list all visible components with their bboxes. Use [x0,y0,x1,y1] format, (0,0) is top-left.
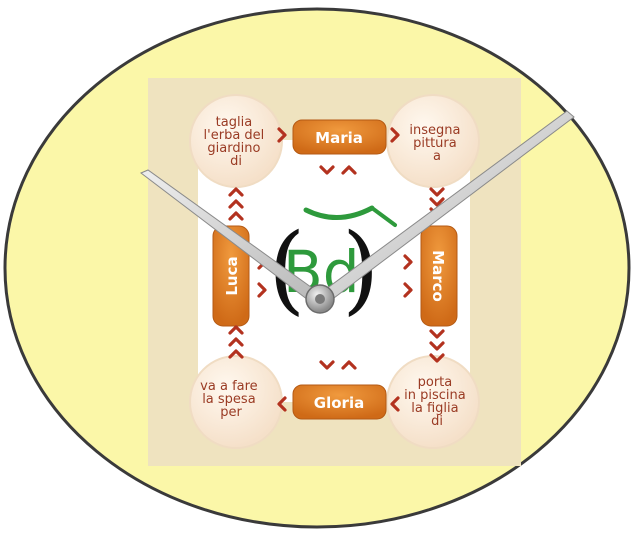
clock-hands [140,110,575,314]
role-name-top: Maria [315,129,363,147]
svg-text:insegna pittura a: insegna pittura a [409,123,464,164]
svg-text:porta in piscina l: porta in piscina la figlia di [404,375,470,429]
task-line: in piscina [404,388,466,403]
task-line: la spesa [202,392,255,407]
role-pill-left: Luca [212,225,250,327]
svg-text:taglia l'erba del: taglia l'erba del giardino di [204,115,269,169]
bd-logo: ( Bd ) [268,205,397,325]
task-line: di [230,154,242,169]
task-circle-top-right: insegna pittura a [386,94,480,188]
task-line: di [431,414,443,429]
task-line: insegna [409,123,460,138]
task-line: va a fare [200,379,258,394]
task-line: pittura [413,136,457,151]
logo-green-tick [370,206,397,227]
role-pill-top: Maria [292,119,387,155]
logo-green-arc [303,205,375,221]
task-line: porta [418,375,453,390]
task-line: taglia [216,115,253,130]
role-pill-right: Marco [420,225,458,327]
svg-text:va a fare la spesa: va a fare la spesa per [200,379,262,420]
task-circle-top-left: taglia l'erba del giardino di [189,94,283,188]
role-name-right: Marco [429,250,447,302]
role-name-left: Luca [223,256,241,295]
task-line: giardino [207,141,260,156]
task-circle-bottom-left: va a fare la spesa per [189,355,283,449]
role-name-bottom: Gloria [314,394,364,412]
task-line: l'erba del [204,128,265,143]
task-line: la figlia [411,401,458,416]
task-line: per [220,405,242,420]
role-pill-bottom: Gloria [292,384,387,420]
task-circle-bottom-right: porta in piscina la figlia di [386,355,480,449]
task-line: a [433,149,441,164]
